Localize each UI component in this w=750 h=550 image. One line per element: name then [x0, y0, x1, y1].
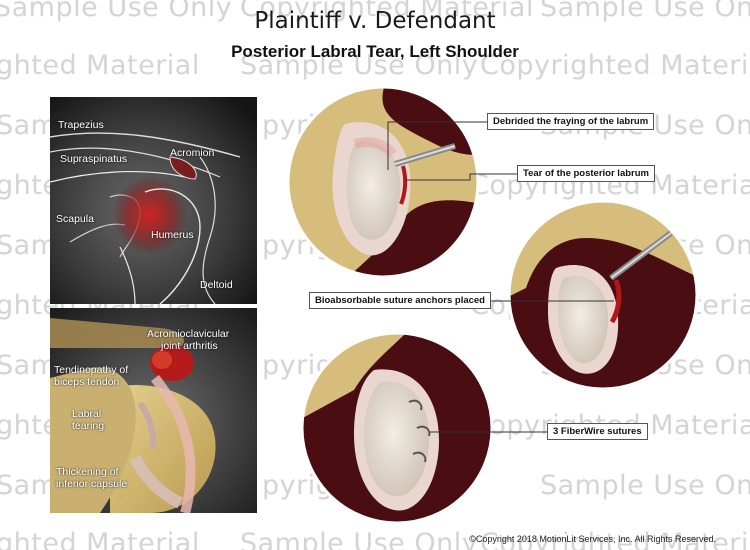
- callout-debrided: Debrided the fraying of the labrum: [487, 113, 655, 130]
- label-labral-line2: tearing: [72, 420, 105, 432]
- watermark-text: Sam: [0, 230, 58, 261]
- watermark-text: ghted Material: [0, 528, 200, 550]
- watermark-text: Sample Use Only: [240, 528, 479, 550]
- mri-illustration: [50, 97, 257, 304]
- label-thickening-line1: Thickening of: [56, 466, 119, 478]
- label-thickening: Thickening of inferior capsule: [56, 466, 127, 490]
- page-title: Plaintiff v. Defendant: [254, 8, 496, 34]
- label-acromion: Acromion: [170, 147, 215, 159]
- arthroscopic-view-anchors: [507, 199, 699, 391]
- label-scapula: Scapula: [56, 213, 94, 225]
- arthroscopic-view-sutures: [300, 331, 494, 525]
- label-supraspinatus: Supraspinatus: [60, 153, 128, 165]
- callout-sutures: 3 FiberWire sutures: [547, 423, 648, 440]
- label-labral-line1: Labral: [72, 408, 102, 420]
- label-deltoid: Deltoid: [200, 279, 233, 291]
- copyright-notice: ©Copyright 2018 MotionLit Services, Inc.…: [469, 534, 716, 544]
- label-tendinopathy: Tendinopathy of biceps tendon: [54, 364, 128, 388]
- label-humerus: Humerus: [151, 229, 194, 241]
- label-trapezius: Trapezius: [58, 119, 104, 131]
- callout-anchors: Bioabsorbable suture anchors placed: [309, 292, 491, 309]
- watermark-text: Sam: [0, 470, 58, 501]
- page-subtitle: Posterior Labral Tear, Left Shoulder: [231, 42, 519, 61]
- mri-panel: Trapezius Supraspinatus Acromion Scapula…: [50, 97, 257, 304]
- callout-tear: Tear of the posterior labrum: [517, 165, 655, 182]
- watermark-text: Sample Use Only: [540, 470, 750, 501]
- label-labral: Labral tearing: [72, 408, 104, 432]
- label-ac-joint-line2: joint arthritis: [161, 340, 218, 352]
- label-thickening-line2: inferior capsule: [56, 478, 128, 490]
- label-tendinopathy-line1: Tendinopathy of: [54, 364, 129, 376]
- arthroscopic-view-debridement: [286, 85, 480, 279]
- watermark-text: Sam: [0, 350, 58, 381]
- label-ac-joint: Acromioclavicular joint arthritis: [147, 328, 229, 352]
- label-tendinopathy-line2: biceps tendon: [54, 376, 120, 388]
- label-ac-joint-line1: Acromioclavicular: [147, 328, 230, 340]
- anatomy-illustration: [50, 308, 257, 513]
- anatomy-panel: Acromioclavicular joint arthritis Tendin…: [50, 308, 257, 513]
- watermark-text: Sam: [0, 110, 58, 141]
